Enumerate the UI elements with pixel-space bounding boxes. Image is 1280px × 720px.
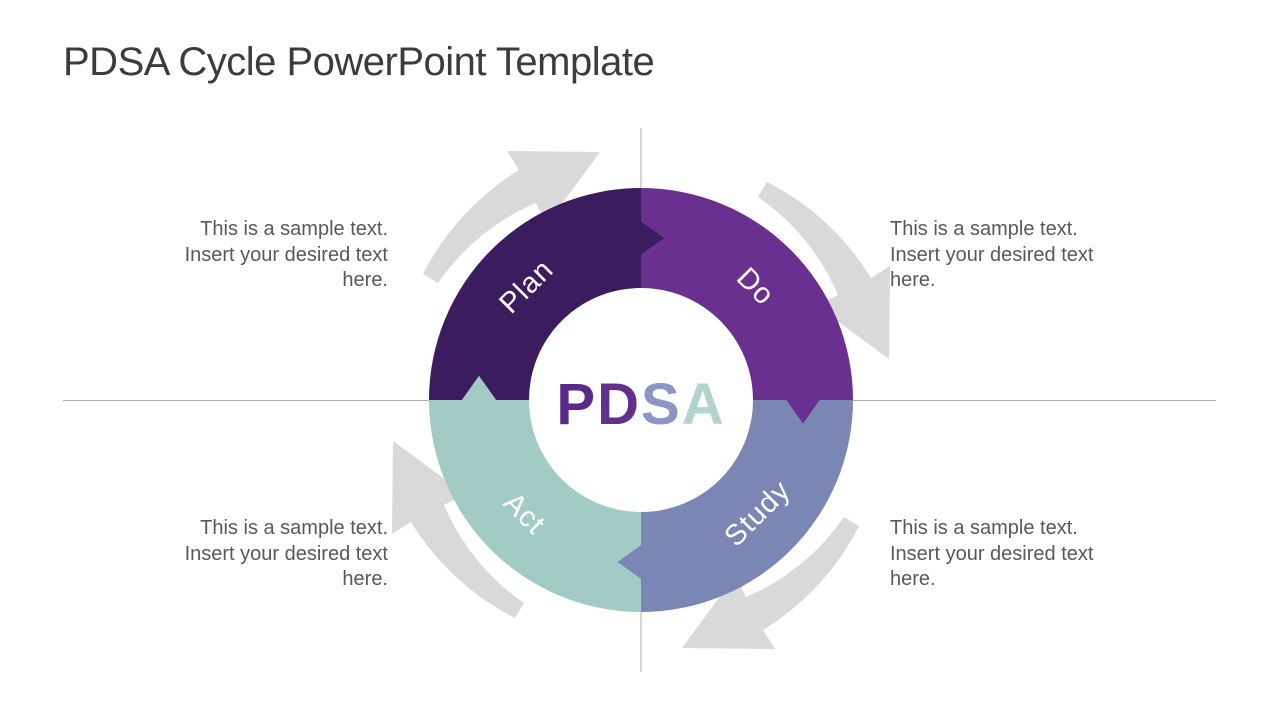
text-line: here. <box>342 269 388 292</box>
placeholder-text-top-left: This is a sample text. Insert your desir… <box>185 217 388 294</box>
text-line: Insert your desired text <box>184 243 388 266</box>
center-disc <box>529 288 753 512</box>
segment-plan <box>429 188 665 400</box>
acronym-letter-d: D <box>597 372 641 437</box>
acronym-letter-s: S <box>641 372 682 437</box>
slide-title: PDSA Cycle PowerPoint Template <box>63 40 655 84</box>
text-line: This is a sample text. <box>890 218 1078 240</box>
text-line: Insert your desired text <box>890 243 1094 266</box>
text-line: here. <box>890 568 936 591</box>
placeholder-text-top-right: This is a sample text. Insert your desir… <box>890 217 1093 294</box>
pdsa-acronym: PDSA <box>556 372 725 437</box>
text-line: here. <box>890 269 936 292</box>
acronym-letter-p: P <box>556 372 597 437</box>
text-line: here. <box>342 568 388 591</box>
text-line: Insert your desired text <box>184 542 388 565</box>
text-line: This is a sample text. <box>890 517 1078 539</box>
acronym-letter-a: A <box>682 372 726 437</box>
segment-study <box>617 400 853 612</box>
text-line: This is a sample text. <box>200 517 388 539</box>
text-line: This is a sample text. <box>200 218 388 240</box>
segment-do <box>641 188 853 424</box>
placeholder-text-bottom-right: This is a sample text. Insert your desir… <box>890 516 1093 593</box>
text-line: Insert your desired text <box>890 542 1094 565</box>
segment-act <box>429 376 641 612</box>
placeholder-text-bottom-left: This is a sample text. Insert your desir… <box>185 516 388 593</box>
